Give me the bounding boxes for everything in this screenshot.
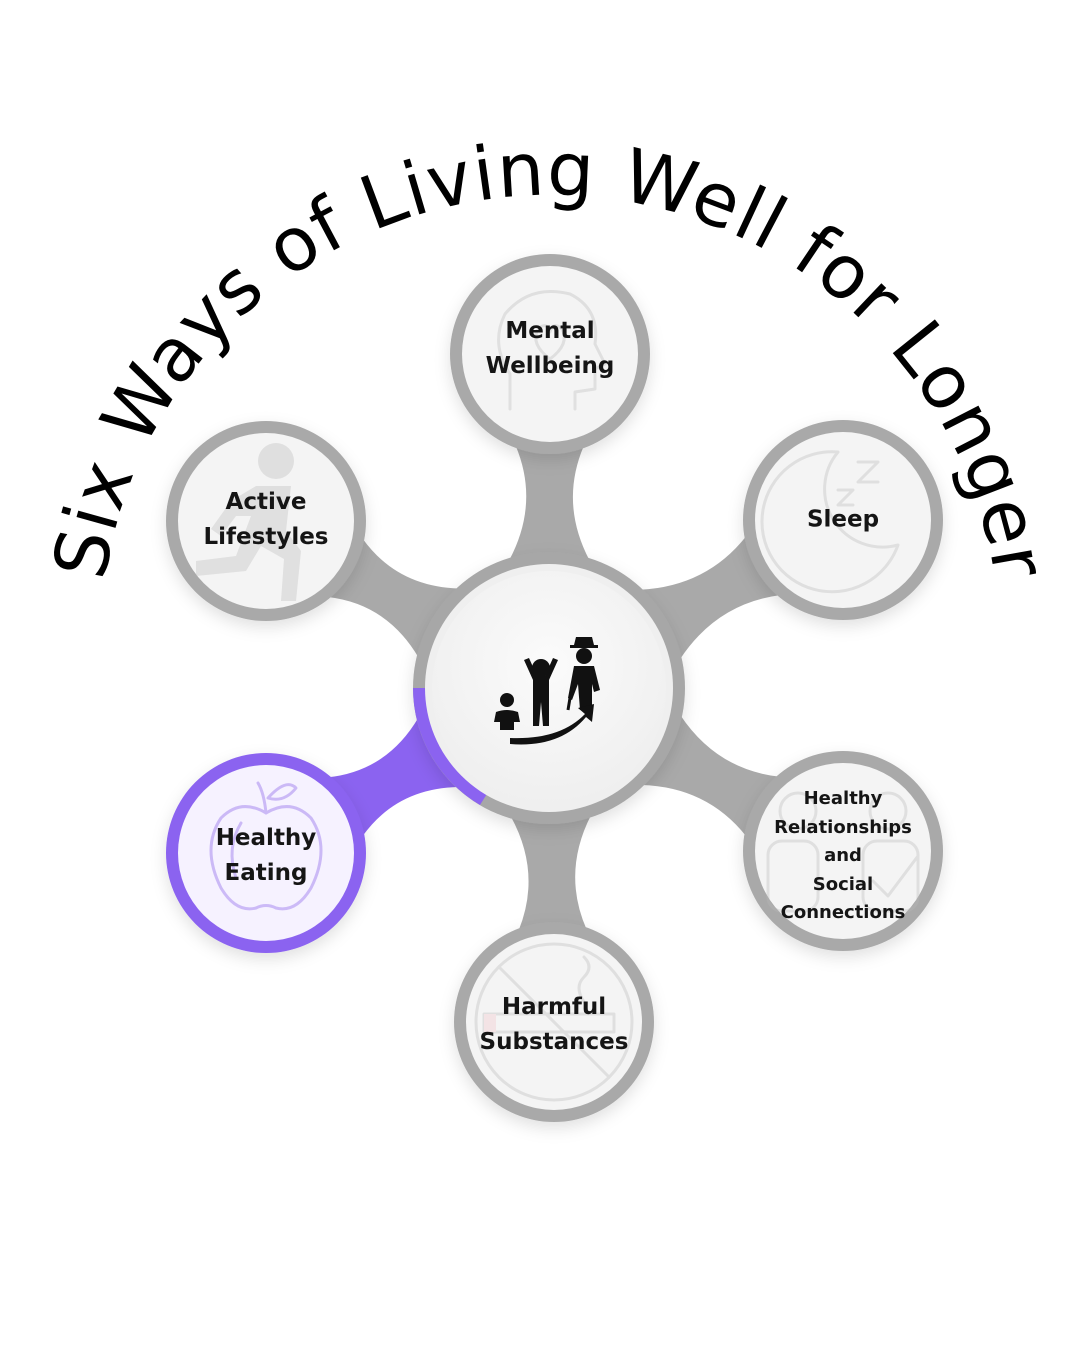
node-relationships-label-line: Relationships — [774, 816, 912, 838]
connector-mental — [509, 445, 590, 561]
connector-relationships — [641, 715, 780, 837]
node-mental-face — [462, 266, 638, 442]
node-eating-face — [178, 765, 354, 941]
node-active-face — [178, 433, 354, 609]
node-sleep-label-line: Sleep — [806, 506, 880, 533]
node-relationships-face — [755, 763, 931, 939]
connectors — [327, 445, 780, 931]
connector-eating — [328, 717, 459, 837]
node-mental — [450, 254, 650, 454]
node-sleep — [743, 420, 943, 620]
connector-active — [327, 538, 460, 658]
connector-substances — [510, 815, 591, 931]
node-relationships-label-line: and — [824, 844, 862, 866]
connector-sleep — [640, 536, 780, 660]
head-heart-icon — [497, 290, 607, 411]
node-active-label-line: Lifestyles — [203, 524, 329, 550]
apple-icon — [209, 781, 323, 911]
node-active — [166, 421, 366, 621]
moon-zzz-icon — [760, 450, 900, 594]
node-active-label-line: Active — [225, 489, 307, 515]
node-substances-label-line: Harmful — [501, 994, 607, 1020]
ageing-life-stages-icon — [494, 637, 600, 745]
node-relationships — [743, 751, 943, 951]
node-substances-face — [466, 934, 642, 1110]
node-substances-label-line: Substances — [479, 1029, 629, 1055]
node-mental-label-line: Mental — [505, 318, 595, 344]
no-smoking-icon — [474, 942, 634, 1102]
node-relationships-label-line: Social — [812, 873, 874, 895]
node-sleep-face — [755, 432, 931, 608]
running-person-icon — [196, 443, 301, 601]
node-relationships-label-line: Healthy — [803, 787, 883, 809]
node-eating-label-line: Eating — [224, 860, 308, 886]
node-mental-label-line: Wellbeing — [485, 353, 615, 379]
node-substances — [454, 922, 654, 1122]
node-relationships-label-line: Connections — [780, 901, 906, 923]
people-heart-icon — [766, 791, 920, 913]
node-eating-label-line: Healthy — [215, 825, 317, 851]
node-sleep-label: Sleep — [807, 503, 879, 538]
node-eating — [166, 753, 366, 953]
